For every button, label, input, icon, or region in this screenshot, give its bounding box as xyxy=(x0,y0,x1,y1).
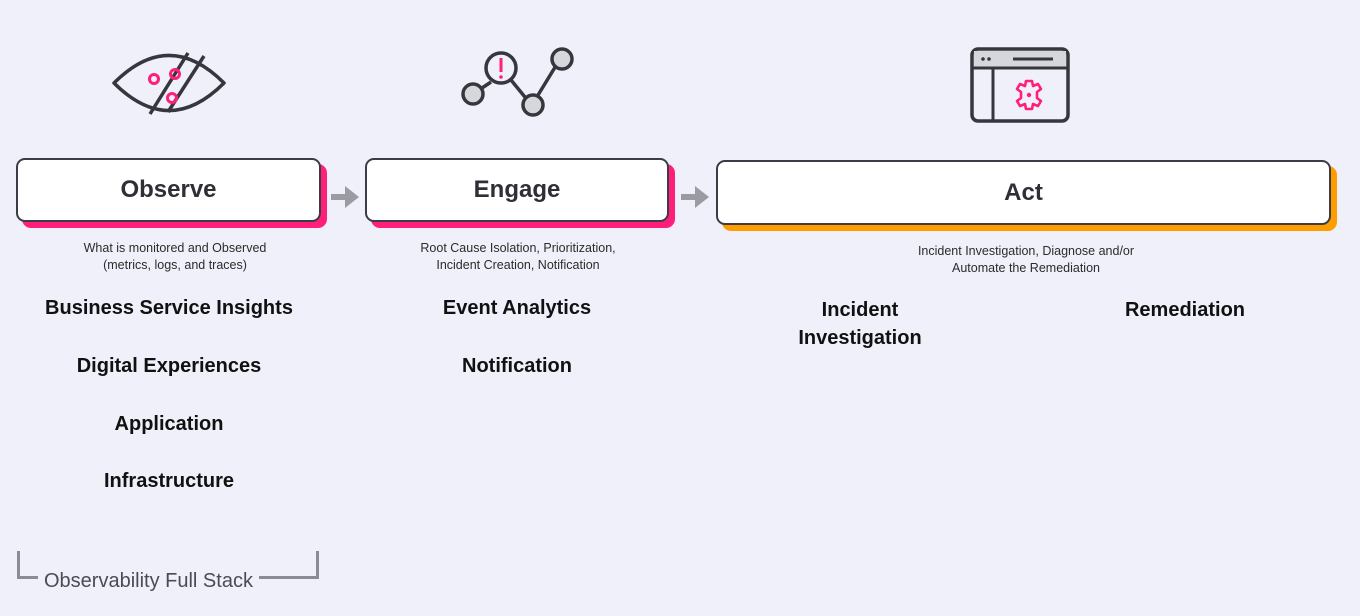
browser-gear-icon xyxy=(970,47,1070,123)
engage-title: Engage xyxy=(473,176,561,203)
description-line: What is monitored and Observed xyxy=(83,241,267,255)
engage-description: Root Cause Isolation, Prioritization, Inc… xyxy=(420,240,615,274)
list-item: Digital Experiences xyxy=(76,355,262,377)
arrow-right-icon xyxy=(331,186,359,208)
list-item: Business Service Insights xyxy=(45,297,293,319)
list-item: Notification xyxy=(462,355,572,377)
full-stack-label: Observability Full Stack xyxy=(38,568,259,594)
list-item: Remediation xyxy=(1124,299,1246,321)
act-title: Act xyxy=(1004,178,1043,206)
description-line: (metrics, logs, and traces) xyxy=(103,258,247,272)
observe-stage-box: Observe xyxy=(16,158,321,222)
description-line: Incident Creation, Notification xyxy=(436,258,600,272)
list-item: Application xyxy=(114,413,224,435)
description-line: Incident Investigation, Diagnose and/or xyxy=(917,244,1135,258)
observe-description: What is monitored and Observed (metrics, … xyxy=(84,240,267,274)
description-line: Automate the Remediation xyxy=(951,261,1100,275)
list-item: Event Analytics xyxy=(442,297,592,319)
engage-stage-box: Engage xyxy=(365,158,669,222)
arrow-right-icon xyxy=(681,186,709,208)
observe-title: Observe xyxy=(120,176,217,203)
description-line: Root Cause Isolation, Prioritization, xyxy=(420,241,616,255)
alert-graph-icon xyxy=(461,47,574,117)
item-line: Incident xyxy=(821,299,899,321)
list-item: Infrastructure xyxy=(103,470,235,492)
item-line: Investigation xyxy=(798,327,922,349)
eye-icon xyxy=(112,52,226,115)
act-stage-box: Act xyxy=(716,160,1331,225)
